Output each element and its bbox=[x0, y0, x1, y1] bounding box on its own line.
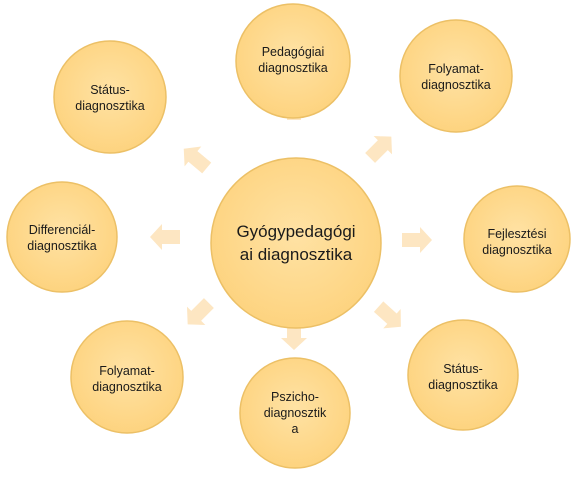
node-right bbox=[463, 185, 571, 293]
node-left bbox=[6, 181, 118, 293]
node-top-left bbox=[53, 40, 167, 154]
arrow-to-top-left bbox=[183, 146, 212, 174]
node-top bbox=[235, 3, 351, 119]
node-bottom-right bbox=[407, 319, 519, 431]
arrow-to-bottom-right bbox=[373, 301, 401, 329]
node-top-right bbox=[399, 19, 513, 133]
arrow-to-right bbox=[402, 227, 432, 253]
arrow-to-bottom-left bbox=[186, 298, 214, 326]
arrow-to-top-right bbox=[365, 135, 393, 163]
center-node bbox=[210, 157, 382, 329]
node-bottom bbox=[239, 357, 351, 469]
arrow-to-left bbox=[150, 224, 180, 250]
node-bottom-left bbox=[70, 320, 184, 434]
